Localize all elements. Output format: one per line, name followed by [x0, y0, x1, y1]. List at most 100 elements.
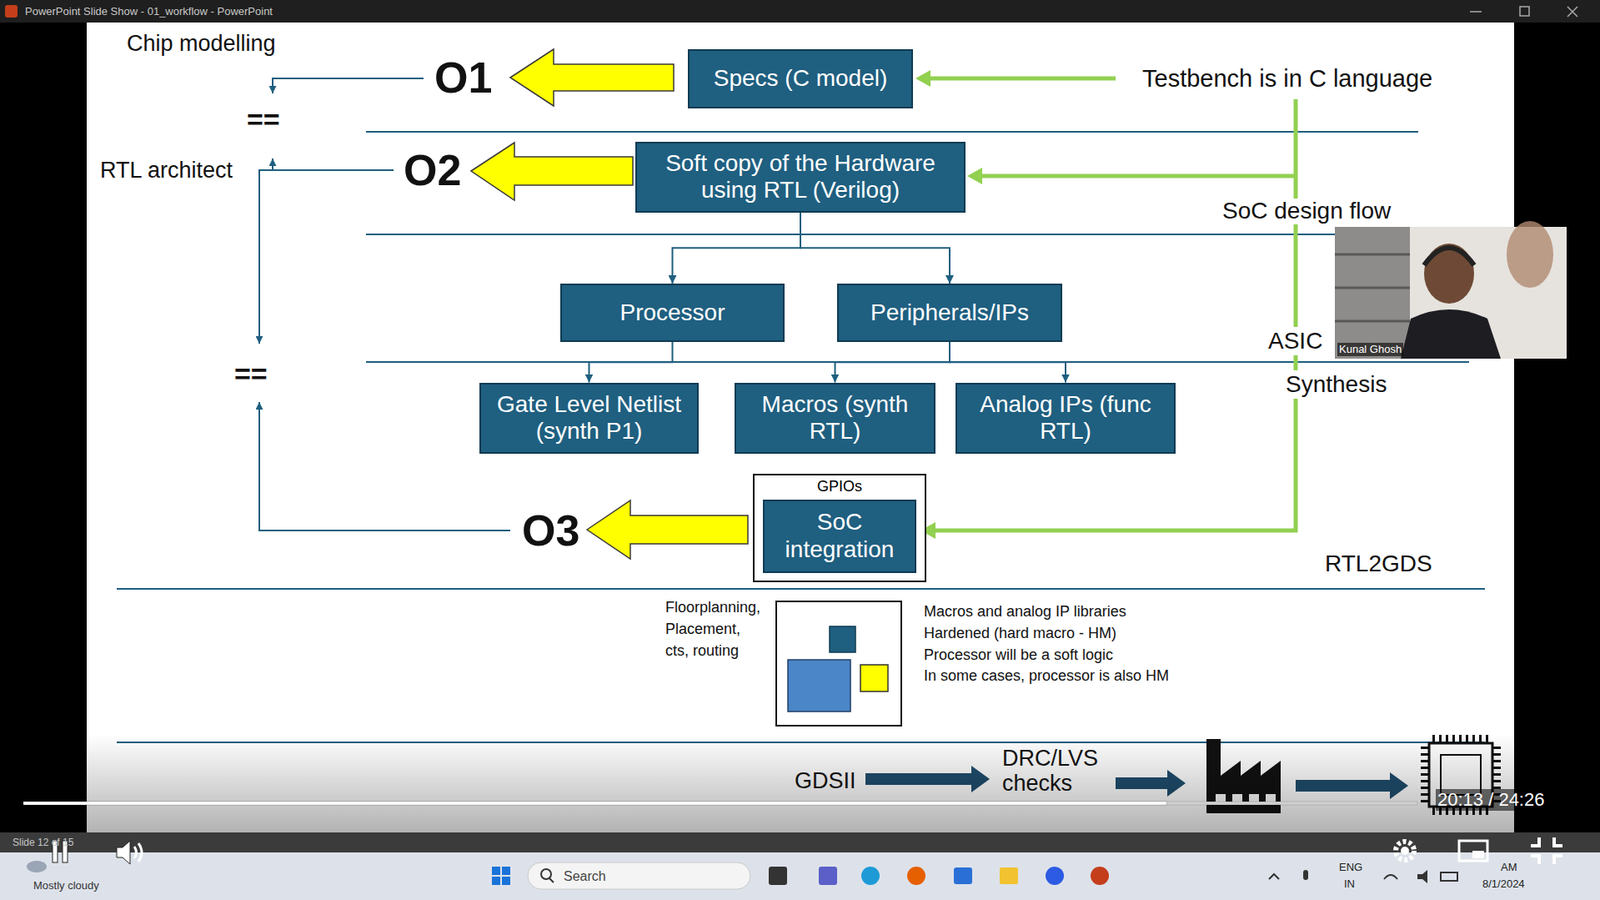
divider [116, 587, 1485, 590]
region-code: IN [1344, 877, 1355, 891]
equality-mark: == [234, 356, 268, 392]
volume-waves [134, 842, 142, 862]
divider [366, 233, 1335, 236]
app-icon [818, 866, 838, 885]
app-icon [768, 866, 788, 885]
divider [366, 130, 1419, 133]
weather-icon [26, 860, 47, 873]
progress-played [23, 801, 1167, 805]
node-text: Gate Level Netlist (synth P1) [491, 391, 688, 445]
restore-icon [1519, 6, 1530, 16]
person-head [1424, 243, 1475, 304]
app-icon [1045, 866, 1064, 885]
divider-lines [116, 131, 1485, 743]
progress-track [23, 801, 1418, 805]
language-code: ENG [1339, 860, 1363, 874]
node-text: Specs (C model) [713, 65, 888, 92]
flow-step: GDSII [794, 767, 857, 794]
taskbar-icons [26, 860, 1458, 889]
flow-label: Synthesis [1284, 370, 1389, 399]
ip-box: Peripherals/IPs [837, 283, 1063, 342]
node-text: GPIOs [754, 475, 925, 497]
netlist-box: Gate Level Netlist (synth P1) [479, 382, 699, 454]
note-line: Processor will be a soft logic [923, 646, 1114, 665]
macro-box: Macros (synth RTL) [734, 382, 936, 454]
tree-connector [949, 341, 1066, 383]
macro-block [829, 626, 856, 653]
node-text: Macros (synth RTL) [746, 391, 924, 445]
node-text: Processor [619, 299, 725, 327]
person-body [1400, 309, 1501, 359]
rtl-box: Soft copy of the Hardware using RTL (Ver… [635, 141, 966, 213]
settings-gear [1395, 841, 1415, 860]
processor-block [787, 659, 851, 712]
stage-label: RTL architect [100, 156, 233, 184]
flow-label: ASIC [1266, 326, 1325, 356]
note-line: In some cases, processor is also HM [923, 667, 1169, 686]
app-icon [5, 5, 18, 18]
raised-hand [1506, 220, 1554, 288]
node-text: Soft copy of the Hardware using RTL (Ver… [647, 150, 954, 204]
leader-lines [259, 78, 511, 531]
shelf [1334, 253, 1410, 256]
app-icon [861, 866, 880, 885]
volume-icon [116, 840, 131, 864]
start-logo [501, 876, 511, 885]
date-text: 8/1/2024 [1482, 877, 1525, 891]
leader-line [272, 78, 424, 94]
io-frame: GPIOsSoC integration [752, 473, 927, 582]
leader-line [259, 401, 511, 531]
start-logo [491, 866, 501, 875]
step-list: Floorplanning, Placement, cts, routing [665, 596, 761, 663]
speaker-icon [1417, 869, 1428, 883]
app-icon [953, 867, 973, 884]
title-bar [0, 0, 1600, 23]
shelf [1334, 286, 1410, 290]
miniplayer-icon [1459, 840, 1488, 861]
spec-box: Specs (C model) [687, 49, 913, 109]
start-logo [501, 866, 511, 875]
bookshelf [1334, 226, 1410, 359]
floorplan-figure [776, 601, 902, 726]
note-label: Testbench is in C language [1142, 64, 1433, 94]
tree-connector [672, 212, 802, 285]
green-line [1294, 99, 1299, 532]
green-head [967, 167, 983, 185]
app-icon [1090, 866, 1109, 885]
note-line: Macros and analog IP libraries [923, 602, 1127, 622]
flow-label: RTL2GDS [1324, 549, 1433, 578]
yellow-arrow [586, 500, 748, 559]
die-outline [776, 601, 902, 726]
taskbar [0, 852, 1600, 900]
tree-connector [800, 212, 950, 285]
node-text: Analog IPs (func RTL) [967, 391, 1164, 445]
green-line [933, 528, 1298, 533]
video-time: 20:13 / 24:26 [1435, 788, 1546, 811]
stage-label: Chip modelling [126, 30, 276, 57]
player-shade [0, 733, 1600, 833]
fullscreen-exit-icon [1530, 837, 1563, 864]
webcam-overlay [1334, 220, 1567, 359]
slide-counter: Slide 12 of 15 [12, 836, 74, 848]
window-title: PowerPoint Slide Show - 01_workflow - Po… [25, 5, 273, 19]
flow-step: DRC/LVS checks [1002, 746, 1099, 796]
leader-line [259, 170, 394, 344]
callout-number: O1 [434, 51, 492, 104]
weather-text: Mostly cloudy [33, 878, 100, 893]
tray-chevron [1268, 873, 1279, 879]
analog-box: Analog IPs (func RTL) [955, 382, 1176, 454]
analog-block [860, 664, 888, 692]
mic-icon [1303, 869, 1309, 880]
green-line [927, 76, 1116, 81]
wifi-icon [1384, 874, 1398, 879]
cpu-box: Processor [560, 283, 785, 342]
search-glass [549, 877, 554, 883]
search-box [527, 862, 751, 889]
miniplayer-inner [1472, 850, 1485, 858]
start-logo [491, 876, 501, 885]
equality-mark: == [246, 102, 281, 137]
